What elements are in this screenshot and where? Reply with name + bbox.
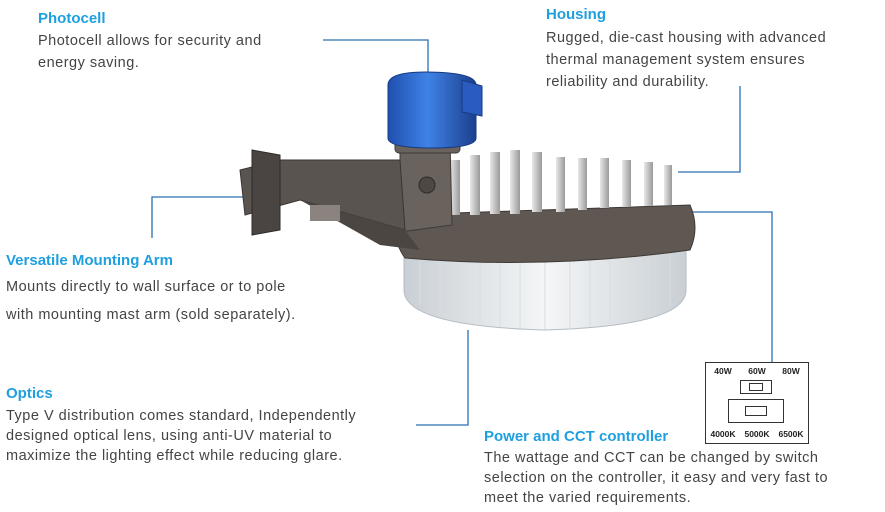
housing-leader-line: [678, 86, 741, 173]
photocell-leader-line: [323, 39, 429, 80]
optical-lens-dome: [403, 249, 687, 331]
wattage-label: 80W: [782, 366, 800, 376]
cct-labels: 4000K 5000K 6500K: [706, 429, 808, 439]
controller-switch-panel: 40W 60W 80W 4000K 5000K 6500K: [705, 362, 809, 444]
photocell-description: Photocell allows for security and energy…: [38, 30, 262, 74]
mounting-leader-line: [151, 196, 272, 238]
heat-sink-fins: [450, 150, 672, 215]
power-cct-title: Power and CCT controller: [484, 428, 669, 445]
optics-line: maximize the lighting effect while reduc…: [6, 448, 343, 464]
photocell-cap: [387, 71, 483, 154]
power-cct-line: meet the varied requirements.: [484, 490, 692, 506]
photocell-title: Photocell: [38, 10, 106, 27]
mounting-arm-line: with mounting mast arm (sold separately)…: [6, 307, 296, 323]
mounting-arm: [239, 149, 420, 250]
optics-leader-line: [416, 330, 469, 426]
housing-line: thermal management system ensures: [546, 52, 806, 68]
housing-description: Rugged, die-cast housing with advanced t…: [546, 27, 826, 93]
photocell-line: energy saving.: [38, 55, 140, 71]
power-cct-line: selection on the controller, it easy and…: [484, 470, 829, 486]
cct-label: 4000K: [710, 429, 736, 439]
housing-line: Rugged, die-cast housing with advanced: [546, 30, 827, 46]
power-cct-line: The wattage and CCT can be changed by sw…: [484, 450, 819, 466]
photocell-line: Photocell allows for security and: [38, 33, 262, 49]
optics-title: Optics: [6, 385, 53, 402]
optics-line: Type V distribution comes standard, Inde…: [6, 408, 357, 424]
housing-title: Housing: [546, 6, 606, 23]
mounting-arm-line: Mounts directly to wall surface or to po…: [6, 279, 286, 295]
optics-line: designed optical lens, using anti-UV mat…: [6, 428, 333, 444]
power-cct-description: The wattage and CCT can be changed by sw…: [484, 448, 828, 508]
wattage-label: 60W: [748, 366, 766, 376]
wattage-label: 40W: [714, 366, 732, 376]
wattage-switch[interactable]: [740, 380, 772, 394]
cct-switch[interactable]: [728, 399, 784, 423]
wattage-labels: 40W 60W 80W: [706, 366, 808, 376]
cct-label: 6500K: [778, 429, 804, 439]
mounting-arm-description: Mounts directly to wall surface or to po…: [6, 273, 296, 329]
housing-bolt: [418, 176, 436, 194]
power-leader-line: [685, 211, 773, 362]
optics-description: Type V distribution comes standard, Inde…: [6, 406, 356, 466]
cct-label: 5000K: [744, 429, 770, 439]
housing-line: reliability and durability.: [546, 74, 710, 90]
mounting-arm-title: Versatile Mounting Arm: [6, 252, 173, 269]
